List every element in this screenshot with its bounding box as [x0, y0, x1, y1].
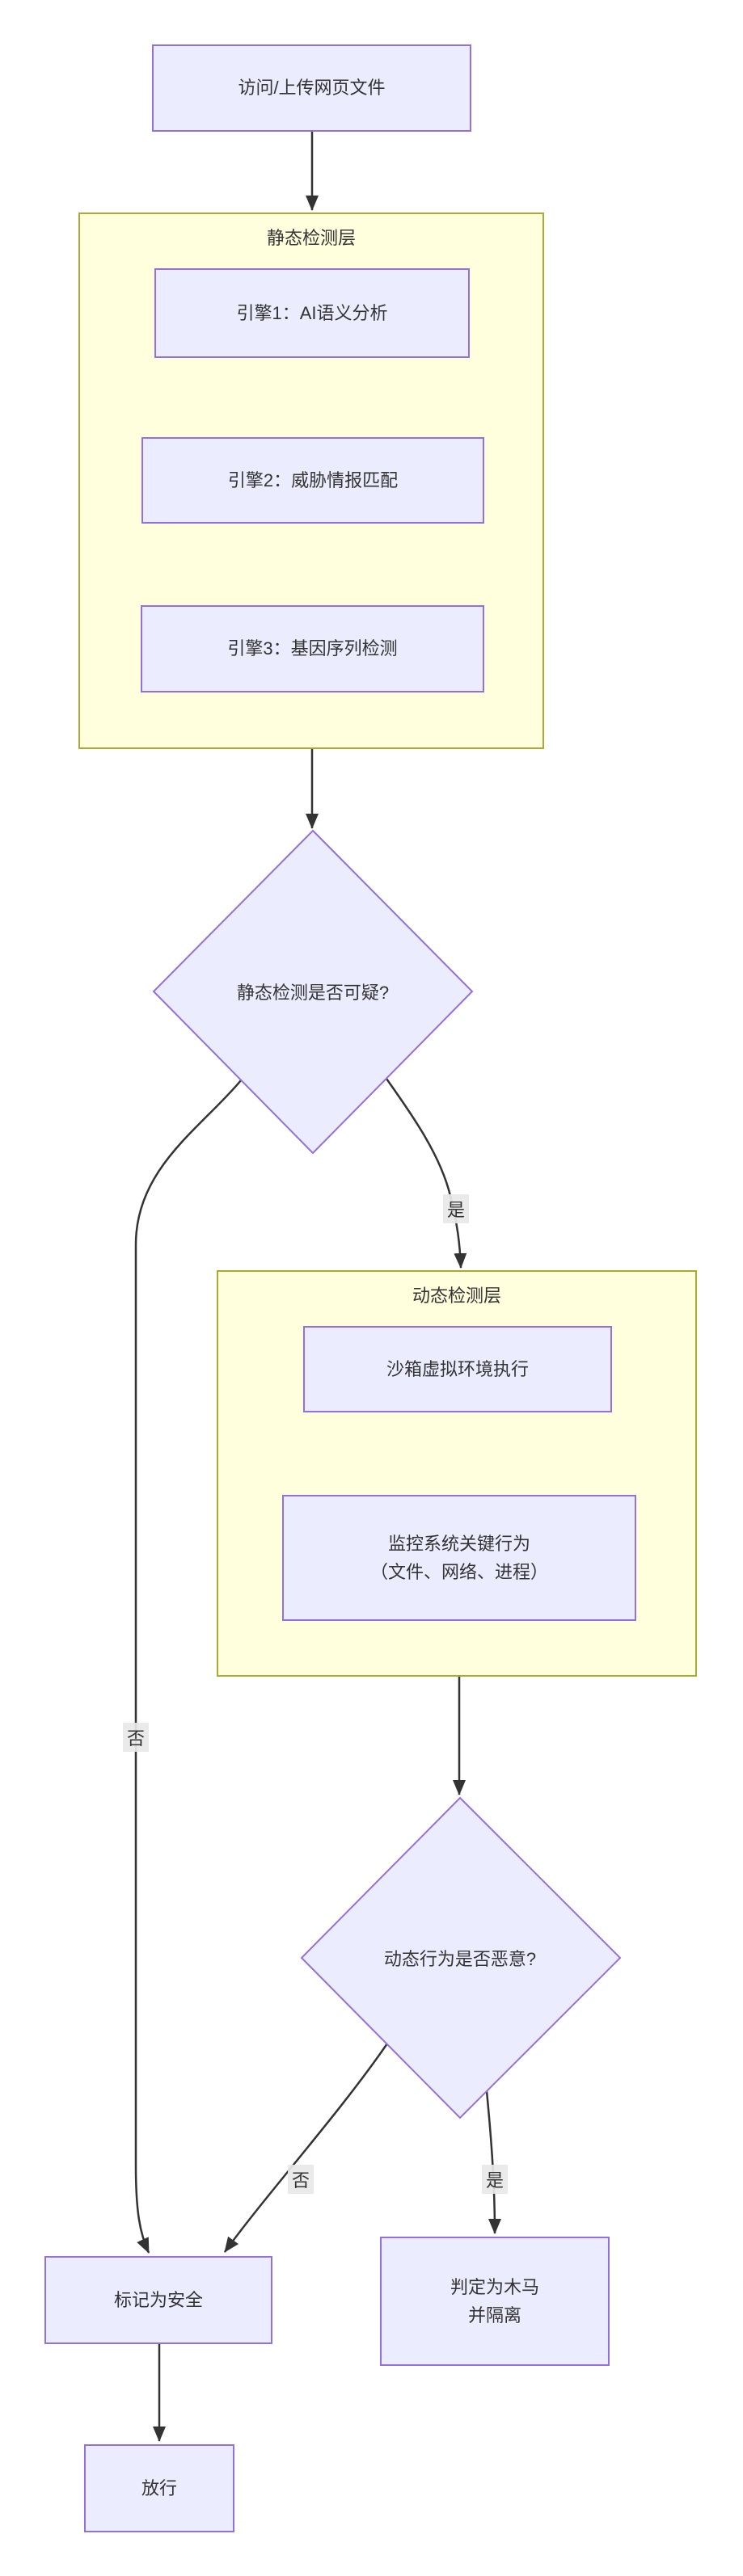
engine1-node-label: 引擎1：AI语义分析 [236, 302, 388, 323]
edge-decision1-no-to-marksafe [134, 1080, 242, 2254]
edge-label-dynamic-no: 否 [287, 2165, 315, 2194]
trojan-node-line1: 判定为木马 [450, 2276, 539, 2297]
engine3-node-label: 引擎3：基因序列检测 [227, 638, 398, 659]
decision-static-label: 静态检测是否可疑? [236, 983, 390, 1003]
static-cluster-title: 静态检测层 [266, 228, 357, 248]
decision-dynamic-label: 动态行为是否恶意? [383, 1949, 537, 1969]
start-node-label: 访问/上传网页文件 [238, 78, 386, 99]
release-node-label: 放行 [141, 2477, 177, 2498]
engine1-node: 引擎1：AI语义分析 [154, 268, 470, 358]
trojan-node-line2: 并隔离 [467, 2305, 521, 2326]
monitor-node-line2: （文件、网络、进程） [369, 1562, 548, 1582]
dynamic-cluster-title: 动态检测层 [412, 1286, 502, 1306]
engine3-node: 引擎3：基因序列检测 [141, 605, 484, 692]
edge-label-static-no: 否 [122, 1723, 150, 1752]
sandbox-node-label: 沙箱虚拟环境执行 [386, 1358, 529, 1379]
release-node: 放行 [84, 2444, 234, 2532]
start-node: 访问/上传网页文件 [152, 44, 471, 132]
monitor-node-line1: 监控系统关键行为 [387, 1533, 530, 1554]
trojan-node: 判定为木马 并隔离 [380, 2237, 610, 2366]
edge-label-static-yes: 是 [442, 1194, 470, 1223]
edge-decision1-yes-to-dynamic [385, 1078, 467, 1269]
monitor-node: 监控系统关键行为 （文件、网络、进程） [282, 1495, 636, 1621]
mark-safe-node-label: 标记为安全 [113, 2289, 203, 2310]
edge-decision2-no-to-marksafe [223, 2043, 389, 2253]
edge-label-dynamic-yes: 是 [481, 2165, 509, 2194]
engine2-node-label: 引擎2：威胁情报匹配 [227, 469, 399, 490]
mark-safe-node: 标记为安全 [44, 2256, 272, 2344]
decision-dynamic-shape [300, 1796, 622, 2119]
sandbox-node: 沙箱虚拟环境执行 [303, 1326, 612, 1412]
edge-decision2-yes-to-trojan [485, 2090, 501, 2234]
decision-static-shape [152, 829, 474, 1155]
engine2-node: 引擎2：威胁情报匹配 [141, 437, 484, 524]
